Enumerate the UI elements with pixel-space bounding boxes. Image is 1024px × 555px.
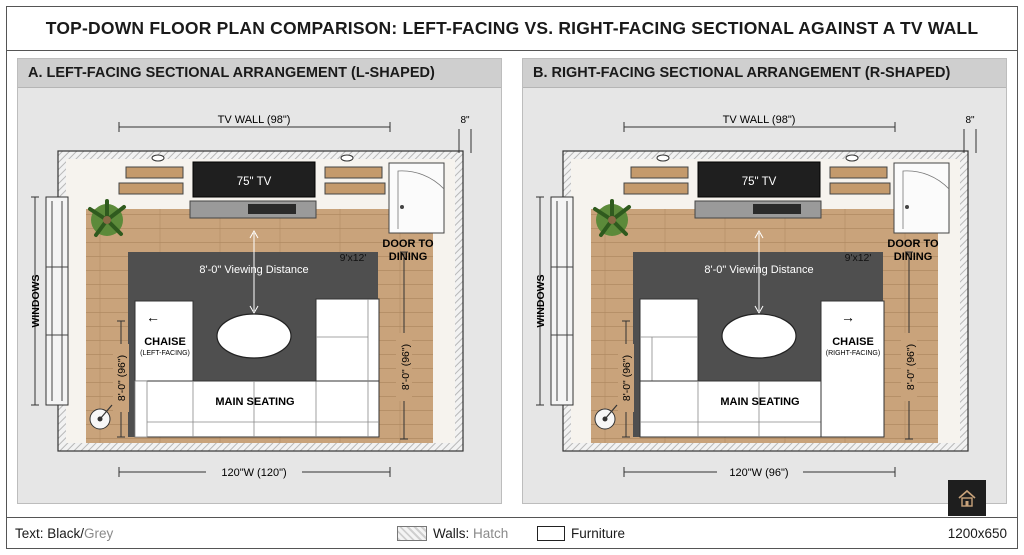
floor-lamp-icon <box>594 404 618 430</box>
panel-heading: B. RIGHT-FACING SECTIONAL ARRANGEMENT (R… <box>523 59 1006 88</box>
shelf <box>630 166 689 179</box>
shelf <box>324 166 383 179</box>
main-seating-label: MAIN SEATING <box>215 396 294 408</box>
arrow-icon: ← <box>146 309 160 325</box>
legend-bar: Text: Black/Grey Walls: Hatch Furniture … <box>7 517 1017 548</box>
depth-label-left: 8'-0" (96") <box>116 355 128 401</box>
tv-wall-label: TV WALL (98") <box>218 114 291 126</box>
sectional-corner <box>639 298 699 382</box>
legend-walls: Walls: Hatch <box>397 525 509 541</box>
panel-right-facing: B. RIGHT-FACING SECTIONAL ARRANGEMENT (R… <box>522 58 1007 504</box>
legend-text-sep: / <box>80 525 85 541</box>
ceiling-light-icon <box>656 154 670 162</box>
furniture-swatch <box>537 525 565 541</box>
ceiling-light-icon <box>340 154 354 162</box>
legend-text-colors: Text: Black/Grey <box>15 526 113 541</box>
shelf <box>829 182 891 195</box>
chaise-sub-label: (LEFT-FACING) <box>140 350 190 357</box>
shelf <box>125 166 184 179</box>
chaise-label: CHAISE <box>832 336 874 348</box>
depth-label-right: 8'-0" (96") <box>905 344 917 390</box>
door <box>388 162 445 234</box>
wall-thickness-label: 8" <box>460 115 470 126</box>
coffee-table <box>216 313 292 359</box>
legend-text-label: Text: <box>15 525 48 541</box>
ceiling-light-icon <box>151 154 165 162</box>
door <box>893 162 950 234</box>
ceiling-light-icon <box>845 154 859 162</box>
legend-walls-label: Walls: <box>433 525 473 541</box>
tv-label: 75" TV <box>237 176 272 188</box>
windows-label: WINDOWS <box>535 274 547 327</box>
door-label-line1: DOOR TO <box>382 238 434 250</box>
hatch-swatch <box>397 525 427 541</box>
arrow-icon: → <box>841 309 855 325</box>
legend-text-grey: Grey <box>84 525 114 541</box>
chaise-label: CHAISE <box>144 336 186 348</box>
width-label: 120"W (96") <box>729 467 788 479</box>
viewing-distance-label: 8'-0" Viewing Distance <box>704 264 813 276</box>
tv <box>192 161 316 198</box>
shelf <box>829 166 888 179</box>
rug-size-label: 9'x12' <box>845 252 872 264</box>
chaise-sub-label: (RIGHT-FACING) <box>826 350 880 357</box>
viewing-distance-label: 8'-0" Viewing Distance <box>199 264 308 276</box>
sectional-corner <box>315 298 380 382</box>
window-frame <box>550 196 574 406</box>
panel-heading: A. LEFT-FACING SECTIONAL ARRANGEMENT (L-… <box>18 59 501 88</box>
door-label-line1: DOOR TO <box>887 238 939 250</box>
floor-plan-left: WINDOWS TV WALL (98") 8" 75" TV DOOR TO … <box>30 114 472 479</box>
shelf <box>118 182 184 195</box>
main-seating-label: MAIN SEATING <box>720 396 799 408</box>
door-label-line2: DINING <box>894 251 933 263</box>
floor-lamp-icon <box>89 404 113 430</box>
plant-icon <box>593 199 631 237</box>
panel-left-facing: A. LEFT-FACING SECTIONAL ARRANGEMENT (L-… <box>17 58 502 504</box>
depth-label-left: 8'-0" (96") <box>621 355 633 401</box>
legend-text-black: Black <box>47 525 81 541</box>
width-label: 120"W (120") <box>221 467 286 479</box>
sectional-main-seating <box>134 380 380 438</box>
window-frame <box>45 196 69 406</box>
legend-furniture-label: Furniture <box>571 525 626 541</box>
logo-icon <box>948 480 986 516</box>
coffee-table <box>721 313 797 359</box>
floor-plan-right: WINDOWS TV WALL (98") 8" 75" TV DOOR TO … <box>535 114 977 479</box>
legend-walls-value: Hatch <box>473 525 509 541</box>
plant-icon <box>88 199 126 237</box>
depth-label-right: 8'-0" (96") <box>400 344 412 390</box>
shelf <box>324 182 386 195</box>
image-size-label: 1200x650 <box>947 525 1007 541</box>
tv-label: 75" TV <box>742 176 777 188</box>
legend-furniture: Furniture <box>537 525 626 541</box>
wall-thickness-label: 8" <box>965 115 975 126</box>
windows-label: WINDOWS <box>30 274 42 327</box>
tv-wall-label: TV WALL (98") <box>723 114 796 126</box>
tv <box>697 161 821 198</box>
page-title: TOP-DOWN FLOOR PLAN COMPARISON: LEFT-FAC… <box>7 7 1017 51</box>
rug-size-label: 9'x12' <box>340 252 367 264</box>
sectional-chaise <box>820 300 885 438</box>
shelf <box>623 182 689 195</box>
door-label-line2: DINING <box>389 251 428 263</box>
